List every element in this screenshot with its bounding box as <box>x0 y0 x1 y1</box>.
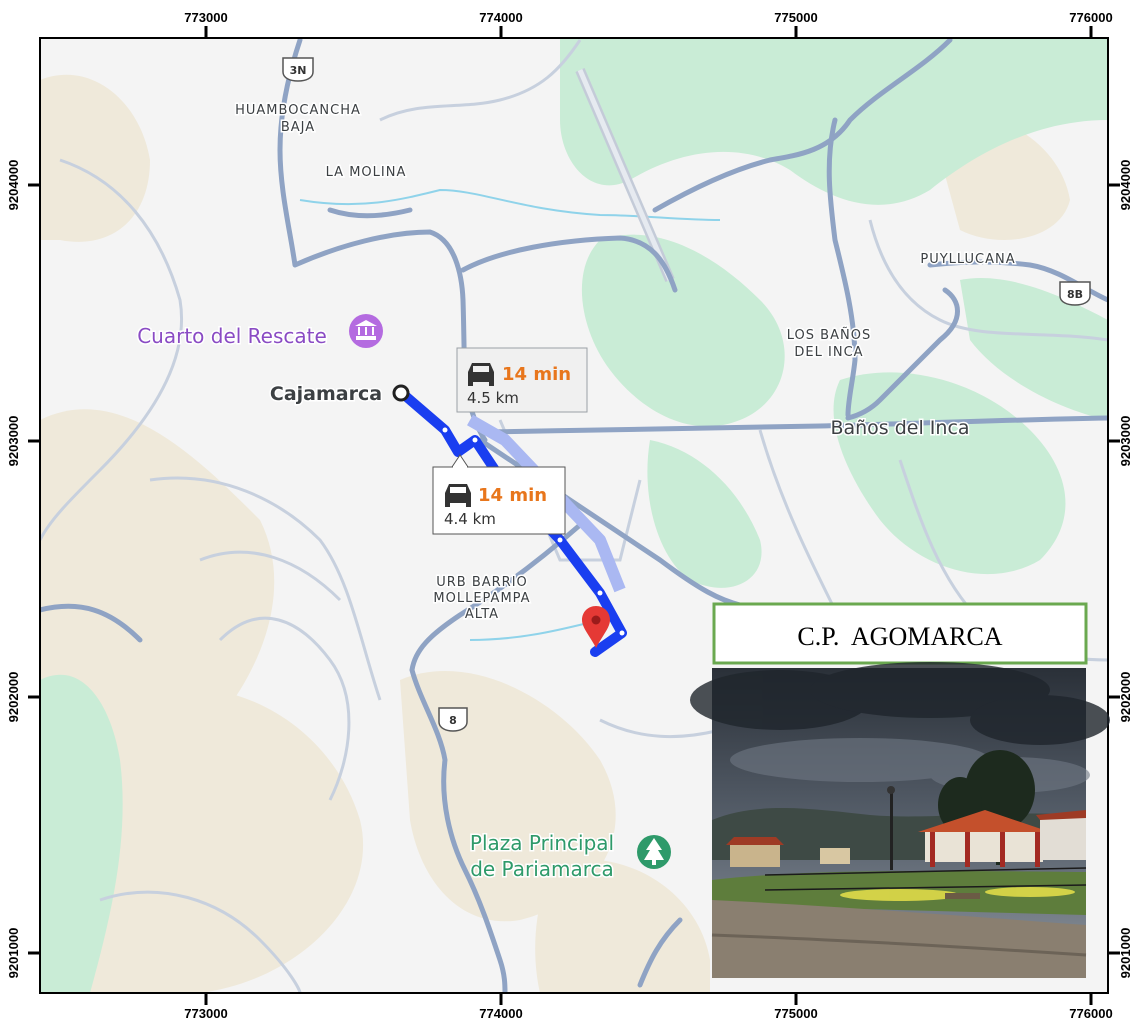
major-roads <box>40 38 1108 993</box>
car-icon <box>445 484 471 507</box>
label-la-molina: LA MOLINA <box>326 165 407 180</box>
park-icon[interactable] <box>637 835 671 869</box>
eta-box-1[interactable]: 14 min 4.5 km <box>456 347 588 413</box>
x-tick-top-4: 776000 <box>1069 10 1112 25</box>
label-puyllucana: PUYLLUCANA <box>920 252 1015 267</box>
inset-title: C.P. AGOMARCA <box>797 622 1002 651</box>
x-tick-top-2: 774000 <box>479 10 522 25</box>
inset-title-box: C.P. AGOMARCA <box>712 602 1088 665</box>
label-plaza-principal[interactable]: Plaza Principal <box>468 830 615 857</box>
x-tick-bottom-1: 773000 <box>184 1006 227 1021</box>
label-huambocancha: HUAMBOCANCHA <box>235 103 361 118</box>
museum-icon[interactable] <box>349 314 383 348</box>
label-cuarto-del-rescate[interactable]: Cuarto del Rescate <box>136 323 329 350</box>
eta-time-1: 14 min <box>502 364 571 385</box>
x-tick-bottom-3: 775000 <box>774 1006 817 1021</box>
route-start-marker[interactable] <box>392 384 410 402</box>
label-alta: ALTA <box>465 607 499 622</box>
y-tick-right-2: 9203000 <box>1118 416 1133 467</box>
x-tick-top-1: 773000 <box>184 10 227 25</box>
label-los-banos: LOS BAÑOS <box>787 327 871 343</box>
label-cajamarca[interactable]: Cajamarca <box>268 382 383 407</box>
terrain-areas <box>40 74 1070 993</box>
eta-box-2[interactable]: 14 min 4.4 km <box>432 454 566 535</box>
svg-text:3N: 3N <box>290 64 307 77</box>
y-axis-left <box>28 183 40 955</box>
svg-text:8: 8 <box>449 714 457 727</box>
label-mollepampa: MOLLEPAMPA <box>433 591 530 606</box>
map-frame <box>39 37 1109 994</box>
y-axis-right <box>1108 183 1120 955</box>
x-axis-bottom <box>204 993 1093 1005</box>
label-huambocancha-baja: BAJA <box>281 120 315 135</box>
x-tick-bottom-4: 776000 <box>1069 1006 1112 1021</box>
x-tick-bottom-2: 774000 <box>479 1006 522 1021</box>
x-tick-top-3: 775000 <box>774 10 817 25</box>
x-axis-top <box>204 26 1093 38</box>
route-shield-3n: 3N <box>282 57 314 82</box>
car-icon <box>468 363 494 386</box>
route-shield-8b: 8B <box>1059 281 1091 306</box>
label-del-inca: DEL INCA <box>794 345 863 360</box>
route-shield-8: 8 <box>438 707 468 732</box>
destination-pin-icon[interactable] <box>582 606 610 648</box>
label-banos-del-inca[interactable]: Baños del Inca <box>829 416 971 441</box>
map-canvas[interactable]: 3N 8B 8 HUAMBOCANCHA BAJA LA MOLINA PUYL… <box>40 38 1108 993</box>
y-tick-left-2: 9203000 <box>6 416 21 467</box>
y-tick-right-4: 9201000 <box>1118 928 1133 979</box>
y-tick-right-3: 9202000 <box>1118 672 1133 723</box>
label-de-pariamarca[interactable]: de Pariamarca <box>469 856 616 883</box>
y-tick-right-1: 9204000 <box>1118 160 1133 211</box>
y-tick-left-3: 9202000 <box>6 672 21 723</box>
eta-time-2: 14 min <box>478 485 547 506</box>
y-tick-left-1: 9204000 <box>6 160 21 211</box>
label-urb-barrio: URB BARRIO <box>436 575 528 590</box>
y-tick-left-4: 9201000 <box>6 928 21 979</box>
inset-photo <box>690 662 1110 978</box>
svg-text:8B: 8B <box>1067 288 1083 301</box>
eta-distance-2: 4.4 km <box>444 510 496 528</box>
eta-distance-1: 4.5 km <box>467 389 519 407</box>
